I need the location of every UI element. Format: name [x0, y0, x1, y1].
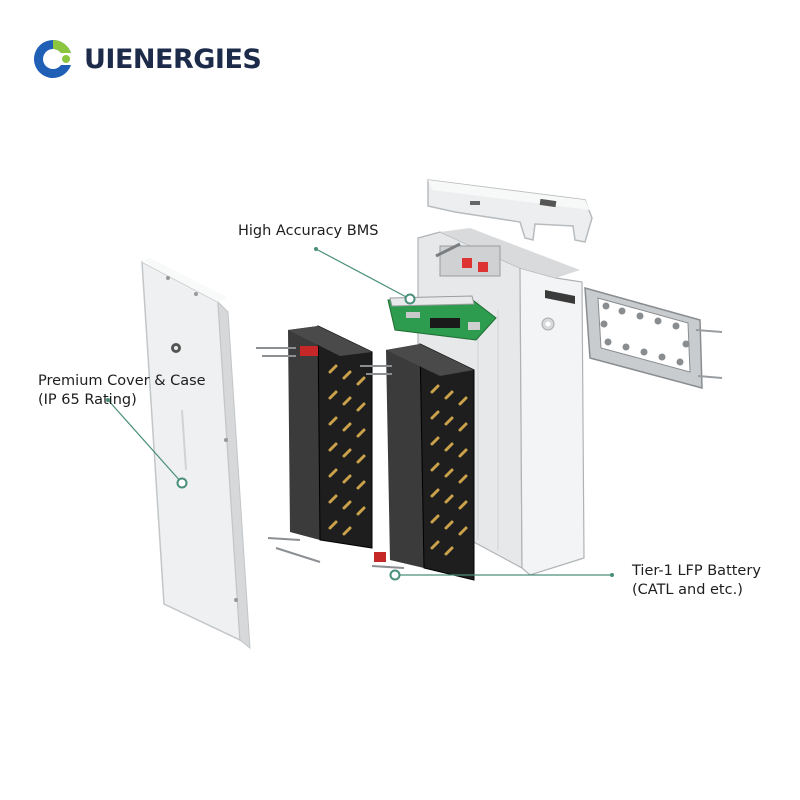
battery-callout-dot	[389, 569, 401, 581]
cover-callout-dot	[176, 477, 188, 489]
top-lid	[427, 179, 593, 243]
front-cover-panel	[141, 258, 251, 650]
cover-label-line2: (IP 65 Rating)	[38, 392, 137, 408]
bms-label-line1: High Accuracy BMS	[238, 223, 379, 239]
cover-start-dot	[106, 398, 110, 402]
logo-mark-icon	[33, 39, 71, 78]
battery-label-line1: Tier-1 LFP Battery	[632, 563, 761, 579]
cover-callout-label: Premium Cover & Case (IP 65 Rating)	[38, 372, 206, 410]
bms-start-dot	[314, 247, 318, 251]
battery-label-line2: (CATL and etc.)	[632, 582, 743, 598]
battery-module-right	[360, 343, 475, 581]
logo: UIENERGIES	[30, 36, 262, 82]
battery-module-left	[256, 325, 373, 563]
leader-lines	[107, 248, 612, 576]
cover-label-line1: Premium Cover & Case	[38, 373, 206, 389]
bms-callout-dot	[404, 293, 416, 305]
bms-callout-label: High Accuracy BMS	[238, 222, 378, 241]
brand-name: UIENERGIES	[84, 43, 262, 75]
wall-bracket	[584, 286, 723, 389]
battery-end-dot	[610, 573, 614, 577]
battery-callout-label: Tier-1 LFP Battery (CATL and etc.)	[632, 562, 761, 600]
